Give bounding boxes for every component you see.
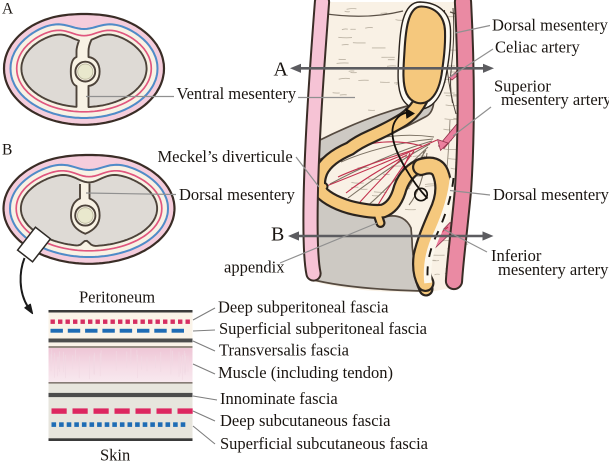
- svg-text:Deep subperitoneal fascia: Deep subperitoneal fascia: [218, 298, 389, 317]
- svg-text:Meckel’s diverticule: Meckel’s diverticule: [158, 147, 293, 166]
- svg-text:Inferior: Inferior: [491, 246, 542, 265]
- svg-text:Dorsal mesentery: Dorsal mesentery: [492, 16, 609, 35]
- svg-text:Deep subcutaneous fascia: Deep subcutaneous fascia: [220, 411, 391, 430]
- svg-text:Peritoneum: Peritoneum: [79, 288, 155, 307]
- svg-text:B: B: [2, 142, 12, 159]
- svg-text:Superficial subcutaneous fasci: Superficial subcutaneous fascia: [220, 434, 429, 453]
- svg-text:Innominate fascia: Innominate fascia: [220, 389, 338, 408]
- svg-text:B: B: [271, 224, 284, 246]
- svg-text:Muscle (including tendon): Muscle (including tendon): [218, 363, 393, 382]
- svg-text:Ventral mesentery: Ventral mesentery: [177, 84, 297, 103]
- svg-text:Dorsal mesentery: Dorsal mesentery: [179, 185, 296, 204]
- svg-text:A: A: [274, 59, 289, 81]
- svg-text:Dorsal mesentery: Dorsal mesentery: [493, 185, 609, 204]
- svg-text:Superficial subperitoneal fasc: Superficial subperitoneal fascia: [219, 319, 428, 338]
- svg-text:appendix: appendix: [224, 258, 285, 277]
- svg-text:mesentery artery: mesentery artery: [501, 90, 609, 109]
- svg-text:A: A: [2, 1, 14, 18]
- svg-text:mesentery artery: mesentery artery: [498, 260, 609, 279]
- svg-text:Skin: Skin: [100, 446, 130, 463]
- svg-text:Transversalis fascia: Transversalis fascia: [219, 341, 350, 360]
- svg-text:Celiac artery: Celiac artery: [495, 38, 580, 57]
- svg-text:Superior: Superior: [494, 77, 551, 96]
